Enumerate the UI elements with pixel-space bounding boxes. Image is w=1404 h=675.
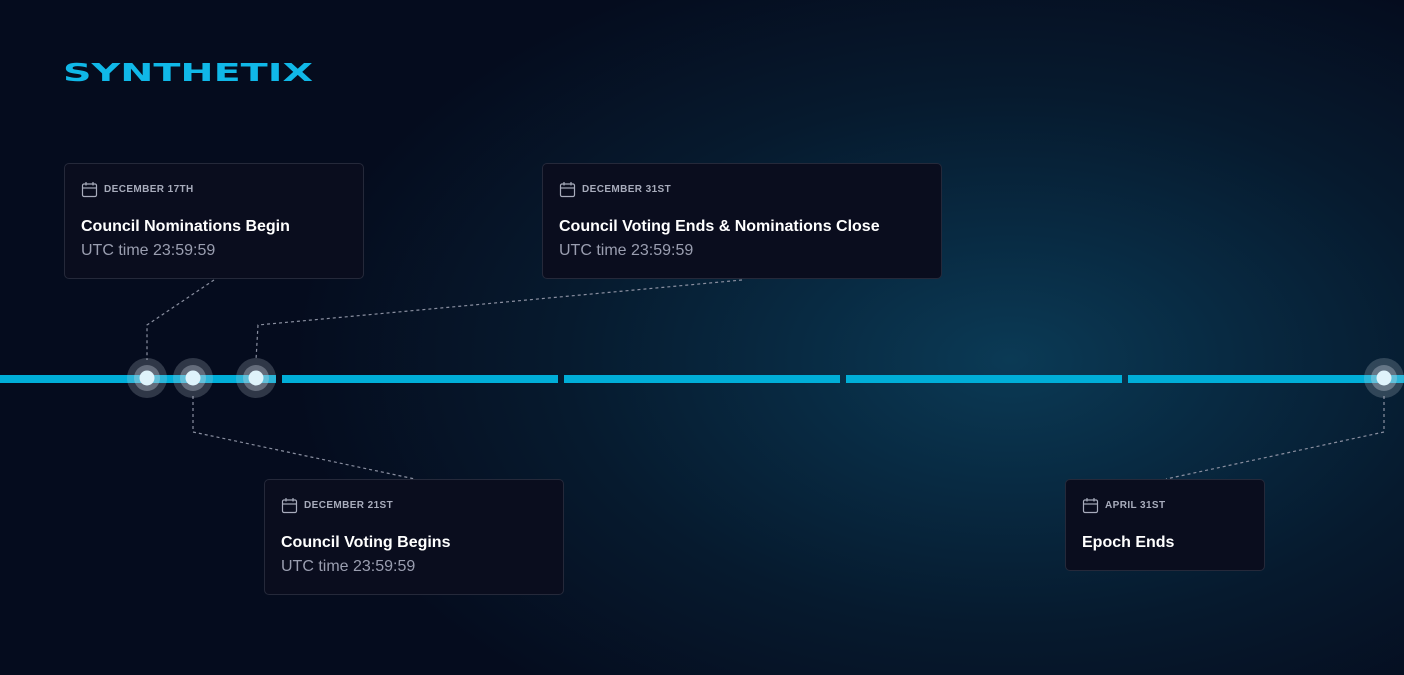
event-card-voting-begins: DECEMBER 21ST Council Voting Begins UTC … bbox=[264, 479, 564, 595]
event-title: Epoch Ends bbox=[1082, 534, 1175, 551]
event-date-row: DECEMBER 31ST bbox=[559, 181, 671, 198]
synthetix-logo: SYNTHETIX bbox=[63, 60, 313, 84]
track-segment bbox=[564, 375, 840, 383]
connector-epoch-ends bbox=[1165, 396, 1385, 480]
connector-voting-begins bbox=[192, 396, 416, 480]
track-segment bbox=[1128, 375, 1404, 383]
event-time: UTC time 23:59:59 bbox=[81, 242, 216, 259]
event-card-voting-ends: DECEMBER 31ST Council Voting Ends & Nomi… bbox=[542, 163, 942, 279]
milestone-marker bbox=[236, 358, 276, 398]
event-date-row: DECEMBER 21ST bbox=[281, 497, 393, 514]
calendar-icon bbox=[1082, 498, 1099, 514]
event-date: DECEMBER 31ST bbox=[582, 184, 672, 195]
milestone-marker bbox=[127, 358, 167, 398]
timeline-track bbox=[0, 375, 1404, 383]
milestone-marker bbox=[1364, 358, 1404, 398]
milestone-marker bbox=[173, 358, 213, 398]
connector-nominations-begin bbox=[146, 279, 215, 360]
track-segment bbox=[282, 375, 558, 383]
calendar-icon bbox=[81, 182, 98, 198]
calendar-icon bbox=[281, 498, 298, 514]
event-card-epoch-ends: APRIL 31ST Epoch Ends bbox=[1065, 479, 1265, 571]
event-title: Council Nominations Begin bbox=[81, 218, 290, 235]
event-card-nominations-begin: DECEMBER 17TH Council Nominations Begin … bbox=[64, 163, 364, 279]
event-date: DECEMBER 17TH bbox=[104, 184, 194, 195]
track-segment bbox=[0, 375, 276, 383]
logo-wordmark: SYNTHETIX bbox=[63, 60, 313, 84]
calendar-icon bbox=[559, 182, 576, 198]
connector-voting-ends bbox=[255, 279, 743, 361]
event-time: UTC time 23:59:59 bbox=[559, 242, 694, 259]
event-date-row: APRIL 31ST bbox=[1082, 497, 1166, 514]
event-date: APRIL 31ST bbox=[1105, 500, 1166, 511]
event-date-row: DECEMBER 17TH bbox=[81, 181, 194, 198]
track-segment bbox=[846, 375, 1122, 383]
event-date: DECEMBER 21ST bbox=[304, 500, 394, 511]
event-title: Council Voting Begins bbox=[281, 534, 451, 551]
event-title: Council Voting Ends & Nominations Close bbox=[559, 218, 880, 235]
event-time: UTC time 23:59:59 bbox=[281, 558, 416, 575]
